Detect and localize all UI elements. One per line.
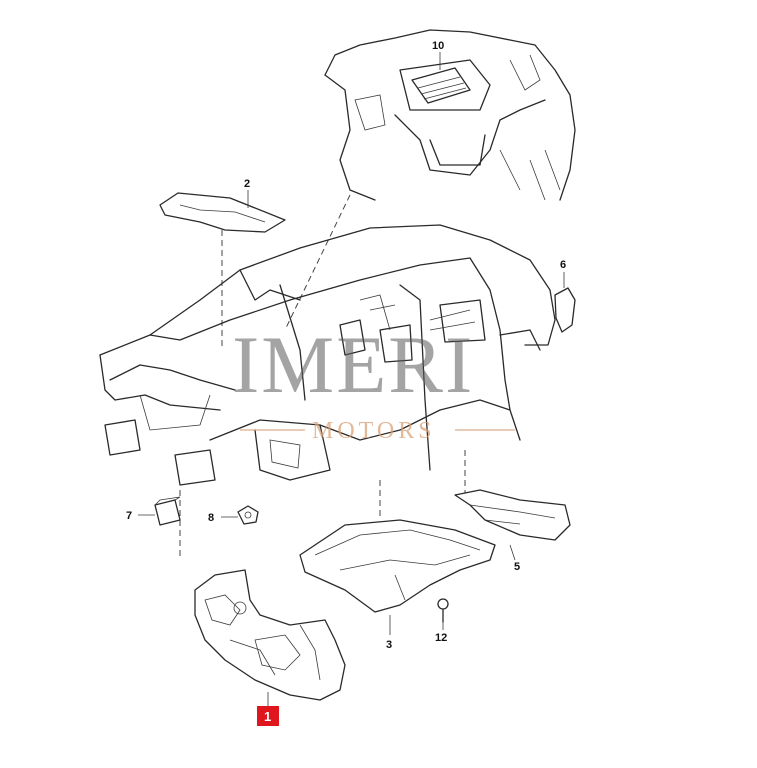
watermark-main: IMERI [232, 319, 474, 410]
part-3-floor [299, 519, 496, 613]
part-8-clip [237, 505, 259, 525]
dashboard-inset [324, 29, 576, 201]
part-7-block [154, 496, 181, 526]
part-6-bracket [554, 287, 576, 333]
callout-5: 5 [514, 561, 520, 573]
callout-1: 1 [264, 709, 271, 724]
callout-3: 3 [386, 639, 392, 651]
callout-2: 2 [244, 178, 250, 190]
part-1-wheelhouse [194, 569, 346, 701]
part-12-bolt [437, 598, 449, 623]
leader-5 [509, 544, 516, 561]
callout-10: 10 [432, 40, 444, 52]
body-shell [99, 224, 556, 486]
part-5-rail [454, 489, 571, 541]
callout-1-highlight [257, 706, 279, 726]
part-10-glovebox [411, 67, 471, 104]
callout-8: 8 [208, 512, 214, 524]
callout-12: 12 [435, 632, 447, 644]
callout-7: 7 [126, 510, 132, 522]
part-2-panel [159, 192, 286, 233]
guide-lines [179, 194, 466, 560]
watermark: IMERI MOTORS [232, 319, 515, 444]
watermark-sub: MOTORS [312, 418, 436, 444]
callout-6: 6 [560, 259, 566, 271]
